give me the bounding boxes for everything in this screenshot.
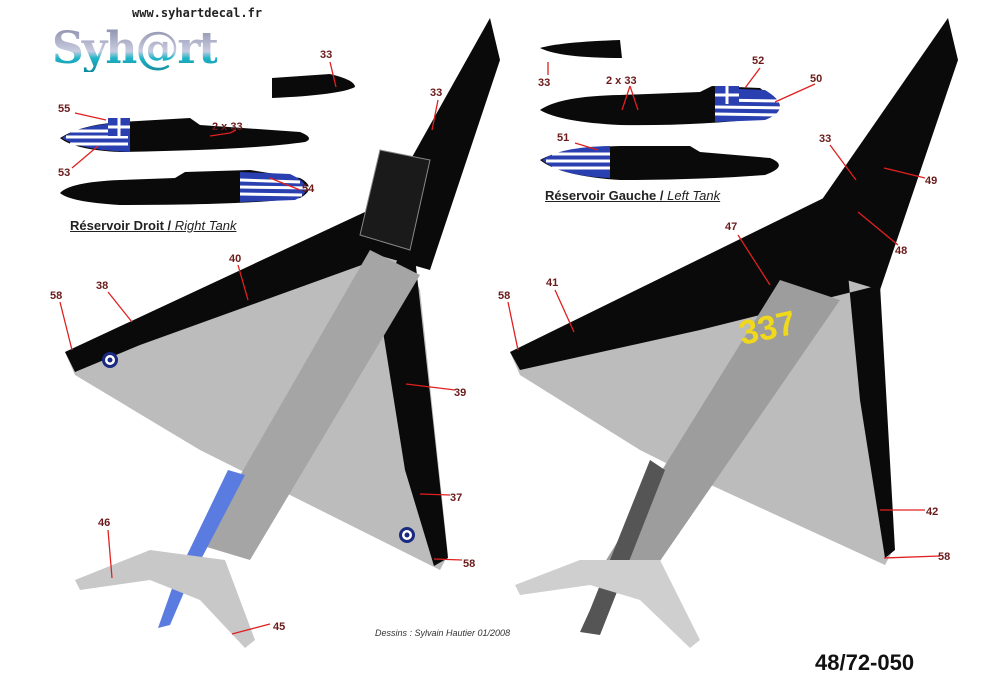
left-tank-outer [540, 86, 789, 126]
callout-label: 52 [752, 55, 764, 67]
callout-labels: 33 55 2 x 33 53 54 33 40 38 58 39 37 46 … [50, 49, 950, 633]
website-url: www.syhartdecal.fr [132, 6, 263, 20]
left-tank-inner [540, 146, 779, 180]
callout-label: 2 x 33 [606, 75, 637, 87]
callout-label: 49 [925, 175, 937, 187]
callout-label: 41 [546, 277, 558, 289]
syhart-logo: Syh@rt [52, 23, 219, 74]
callout-label: 33 [819, 133, 831, 145]
drawing-credit: Dessins : Sylvain Hautier 01/2008 [375, 628, 511, 638]
callout-label: 54 [302, 183, 315, 195]
callout-label: 58 [50, 290, 62, 302]
callout-label: 58 [498, 290, 510, 302]
aircraft-left-side-view: 337 [510, 18, 958, 648]
callout-label: 48 [895, 245, 907, 257]
callout-label: 40 [229, 253, 241, 265]
right-tank-inner [60, 170, 313, 205]
aircraft-right-side-view [65, 18, 500, 648]
left-tank-caption-en: Left Tank [667, 188, 721, 203]
callout-label: 58 [463, 558, 475, 570]
callout-label: 33 [320, 49, 332, 61]
callout-label: 50 [810, 73, 822, 85]
sheet-code: 48/72-050 [815, 650, 915, 675]
callout-label: 55 [58, 103, 70, 115]
callout-arrows [59, 61, 941, 635]
callout-label: 38 [96, 280, 108, 292]
left-tank-caption: Réservoir Gauche / Left Tank [545, 188, 720, 203]
left-tank-nose-section [540, 40, 622, 58]
callout-label: 47 [725, 221, 737, 233]
right-tank-caption-fr: Réservoir Droit / [70, 218, 172, 233]
right-tank-outer [60, 118, 309, 152]
callout-label: 39 [454, 387, 466, 399]
callout-label: 37 [450, 492, 462, 504]
right-tank-caption-en: Right Tank [174, 218, 237, 233]
callout-label: 33 [430, 87, 442, 99]
right-tank-nose-section [272, 74, 355, 98]
callout-label: 58 [938, 551, 950, 563]
callout-label: 33 [538, 77, 550, 89]
callout-label: 42 [926, 506, 938, 518]
callout-label: 45 [273, 621, 285, 633]
left-tank-caption-fr: Réservoir Gauche / [545, 188, 664, 203]
callout-label: 46 [98, 517, 110, 529]
right-tank-caption: Réservoir Droit / Right Tank [70, 218, 236, 233]
callout-label: 2 x 33 [212, 121, 243, 133]
callout-label: 51 [557, 132, 569, 144]
callout-label: 53 [58, 167, 70, 179]
